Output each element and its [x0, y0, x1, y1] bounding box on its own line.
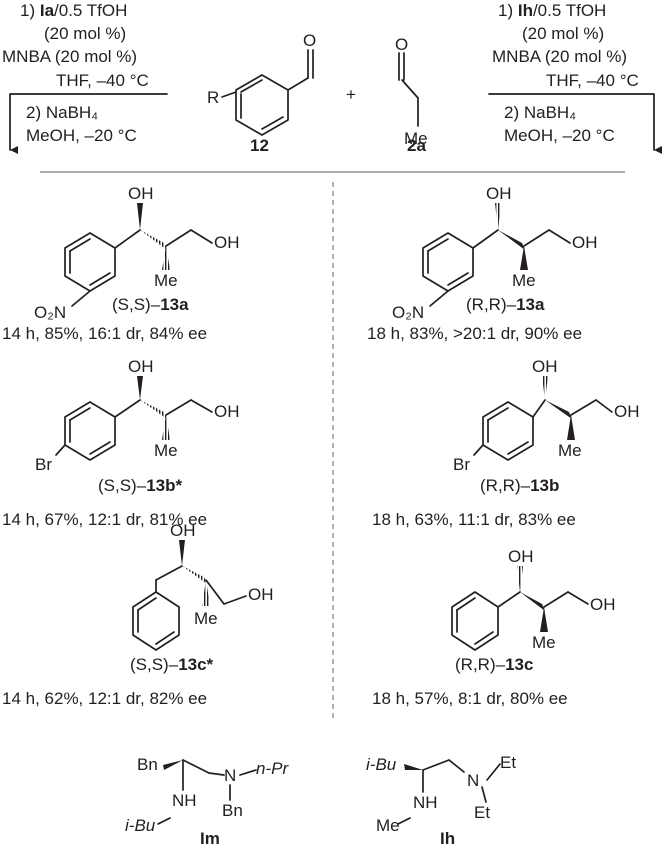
right-cond-line3: MNBA (20 mol %) [492, 47, 628, 66]
ih-ibu: i-Bu [366, 755, 397, 774]
atom-oh: OH [128, 184, 154, 203]
catalyst-label-Im: Im [200, 829, 220, 848]
result-right-13b: 18 h, 63%, 11:1 dr, 83% ee [372, 510, 576, 529]
result-right-13c: 18 h, 57%, 8:1 dr, 80% ee [372, 689, 568, 708]
atom-o2n: O₂N [392, 303, 425, 322]
atom-oh: OH [508, 547, 534, 566]
atom-oh: OH [614, 402, 640, 421]
stereo-label-right-13a: (R,R)–13a [466, 295, 545, 314]
right-cond-line2: (20 mol %) [522, 24, 605, 43]
product-left-13b-structure [55, 376, 213, 461]
right-cond-line1: 1) Ih/0.5 TfOH [498, 1, 607, 20]
atom-me: Me [154, 441, 178, 460]
right-cond-line6: MeOH, –20 °C [504, 126, 615, 145]
left-cond-line5: 2) NaBH₄ [26, 103, 99, 122]
propanal-oxygen: O [395, 35, 409, 54]
stereo-label-right-13c: (R,R)–13c [455, 655, 534, 674]
ih-et-bottom: Et [474, 803, 491, 822]
product-right-13b-structure [473, 376, 613, 461]
left-cond-line1: 1) Ia/0.5 TfOH [20, 1, 128, 20]
im-bn-top: Bn [137, 755, 158, 774]
right-cond-line4: THF, –40 °C [546, 71, 639, 90]
right-cond-line5: 2) NaBH₄ [504, 103, 577, 122]
product-right-13c-structure [451, 566, 589, 651]
atom-oh: OH [170, 521, 196, 540]
aldehyde-oxygen: O [303, 31, 317, 50]
propanal-2a-structure [398, 52, 419, 127]
atom-br: Br [453, 455, 470, 474]
atom-me: Me [194, 609, 218, 628]
left-cond-line4: THF, –40 °C [56, 71, 149, 90]
im-npr: n-Pr [256, 759, 289, 778]
stereo-label-right-13b: (R,R)–13b [480, 476, 560, 495]
result-left-13a: 14 h, 85%, 16:1 dr, 84% ee [2, 324, 208, 343]
atom-oh: OH [532, 357, 558, 376]
left-cond-line2: (20 mol %) [44, 24, 127, 43]
product-right-13a-structure [422, 203, 571, 307]
atom-me: Me [512, 271, 536, 290]
stereo-label-left-13c: (S,S)–13c* [130, 655, 214, 674]
left-cond-line6: MeOH, –20 °C [26, 126, 137, 145]
aldehyde-R-group: R [207, 88, 220, 107]
atom-oh: OH [214, 233, 240, 252]
right-catalyst-ref: Ih [517, 1, 533, 20]
left-reaction-arrow [9, 93, 168, 154]
ih-me: Me [376, 816, 400, 835]
atom-oh: OH [572, 233, 598, 252]
atom-oh: OH [248, 585, 274, 604]
atom-oh: OH [590, 595, 616, 614]
catalyst-label-Ih: Ih [440, 829, 456, 848]
atom-me: Me [558, 441, 582, 460]
propanal-methyl: Me [404, 129, 428, 148]
catalyst-Ih-structure [397, 759, 501, 825]
plus-sign: + [346, 85, 356, 104]
atom-o2n: O₂N [34, 303, 67, 322]
right-reaction-arrow [488, 93, 662, 154]
im-nh: NH [172, 791, 197, 810]
atom-oh: OH [128, 357, 154, 376]
aldehyde-12-structure [221, 49, 314, 136]
atom-oh: OH [486, 184, 512, 203]
product-left-13a-structure [64, 203, 213, 307]
result-right-13a: 18 h, 83%, >20:1 dr, 90% ee [367, 324, 583, 343]
ih-nh: NH [413, 793, 438, 812]
left-catalyst-ref: Ia [39, 1, 55, 20]
ih-et-top: Et [500, 753, 517, 772]
im-bn-bottom: Bn [222, 801, 243, 820]
result-left-13c: 14 h, 62%, 12:1 dr, 82% ee [2, 689, 208, 708]
product-left-13c-structure [132, 540, 247, 651]
atom-oh: OH [214, 402, 240, 421]
stereo-label-left-13a: (S,S)–13a [112, 295, 189, 314]
compound-label-12: 12 [250, 136, 269, 155]
atom-me: Me [154, 271, 178, 290]
left-cond-line3: MNBA (20 mol %) [2, 47, 138, 66]
im-n: N [224, 766, 237, 785]
ih-n: N [467, 771, 480, 790]
compound-label-2a: 2a [407, 136, 426, 155]
stereo-label-left-13b: (S,S)–13b* [98, 476, 183, 495]
catalyst-Im-structure [157, 759, 257, 825]
result-left-13b: 14 h, 67%, 12:1 dr, 81% ee [2, 510, 208, 529]
atom-me: Me [532, 633, 556, 652]
im-ibu: i-Bu [125, 816, 156, 835]
atom-br: Br [35, 455, 52, 474]
